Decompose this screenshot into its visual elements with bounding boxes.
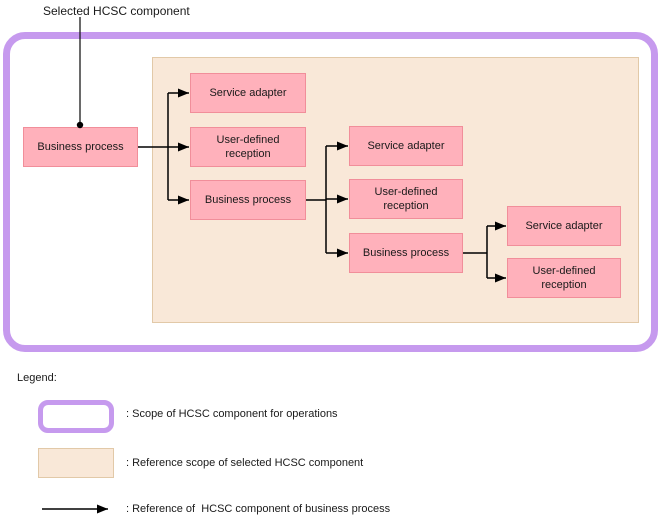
node-user-defined-reception-l4: User-defined reception	[507, 258, 621, 298]
node-user-defined-reception-l3: User-defined reception	[349, 179, 463, 219]
node-business-process-l2: Business process	[190, 180, 306, 220]
node-business-process-l3: Business process	[349, 233, 463, 273]
node-service-adapter-l4: Service adapter	[507, 206, 621, 246]
legend-label-operations-scope: : Scope of HCSC component for operations	[126, 408, 338, 420]
legend-swatch-reference-scope	[38, 448, 114, 478]
legend-label-reference-scope: : Reference scope of selected HCSC compo…	[126, 457, 364, 469]
node-service-adapter-l3: Service adapter	[349, 126, 463, 166]
legend-label-reference-arrow: : Reference of HCSC component of busines…	[126, 503, 391, 515]
node-user-defined-reception-l2: User-defined reception	[190, 127, 306, 167]
node-business-process-root: Business process	[23, 127, 138, 167]
node-service-adapter-l2: Service adapter	[190, 73, 306, 113]
legend-title: Legend:	[17, 372, 57, 384]
legend-swatch-operations-scope	[38, 400, 114, 433]
annotation-selected-hcsc-component: Selected HCSC component	[43, 4, 190, 18]
